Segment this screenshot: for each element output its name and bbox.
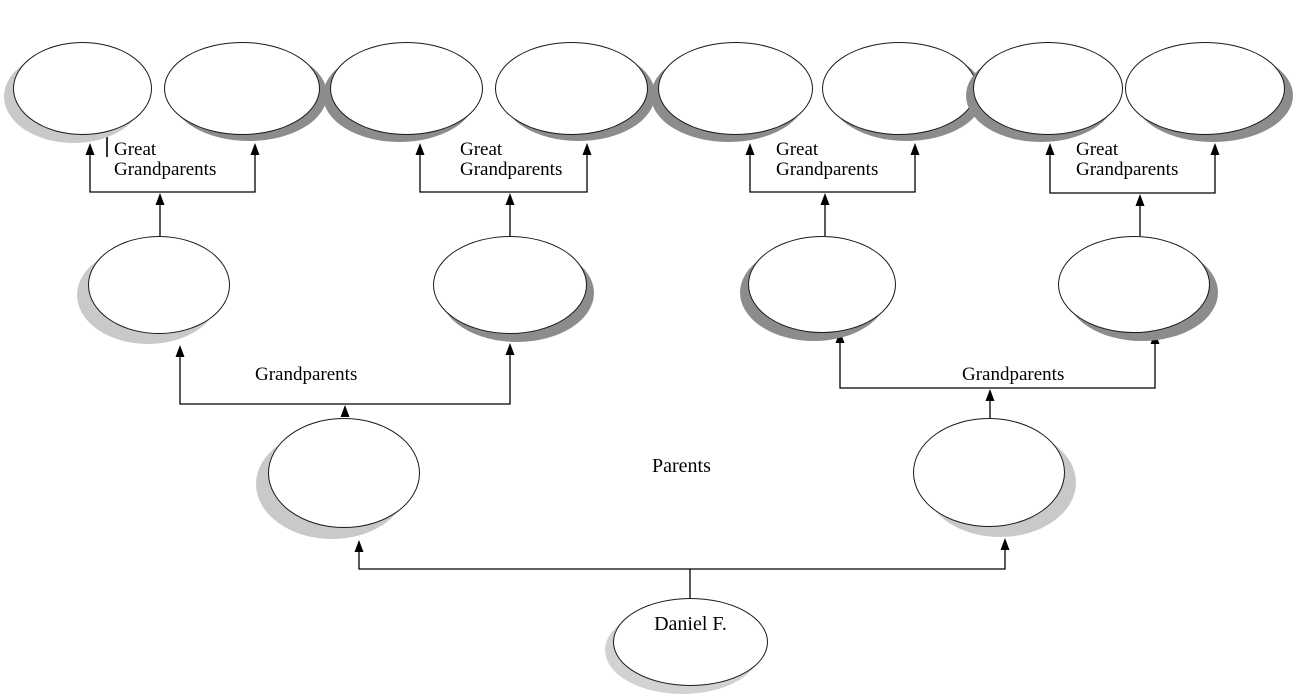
grandparent-ellipse-1 (88, 236, 230, 334)
great-grandparent-ellipse-3 (330, 42, 483, 135)
great-grandparents-label-1: Great Grandparents (114, 139, 217, 180)
connector-grandparents-left (175, 343, 515, 417)
connector-great-grandparents-1 (85, 143, 260, 236)
great-grandparent-ellipse-1 (13, 42, 152, 135)
parent-ellipse-2 (913, 418, 1065, 527)
connector-parents (354, 538, 1010, 599)
great-grandparents-label-4: Great Grandparents (1076, 139, 1179, 180)
parents-label: Parents (652, 455, 711, 477)
great-grandparent-ellipse-2 (164, 42, 320, 135)
connector-great-grandparents-3 (745, 143, 920, 236)
root-person-ellipse (613, 598, 768, 686)
great-grandparents-label-2: Great Grandparents (460, 139, 563, 180)
connector-great-grandparents-2 (415, 143, 592, 237)
great-grandparent-ellipse-4 (495, 42, 648, 135)
connector-grandparents-right (835, 331, 1160, 418)
grandparents-label-right: Grandparents (962, 364, 1065, 385)
connector-great-grandparents-4 (1045, 143, 1220, 236)
great-grandparent-ellipse-6 (822, 42, 977, 135)
person-name: Daniel F. (654, 613, 727, 635)
grandparent-ellipse-4 (1058, 236, 1210, 333)
grandparents-label-left: Grandparents (255, 364, 358, 385)
great-grandparent-ellipse-8 (1125, 42, 1285, 135)
great-grandparents-label-3: Great Grandparents (776, 139, 879, 180)
great-grandparent-ellipse-7 (973, 42, 1123, 135)
great-grandparent-ellipse-5 (658, 42, 813, 135)
parent-ellipse-1 (268, 418, 420, 528)
grandparent-ellipse-2 (433, 236, 587, 334)
grandparent-ellipse-3 (748, 236, 896, 333)
